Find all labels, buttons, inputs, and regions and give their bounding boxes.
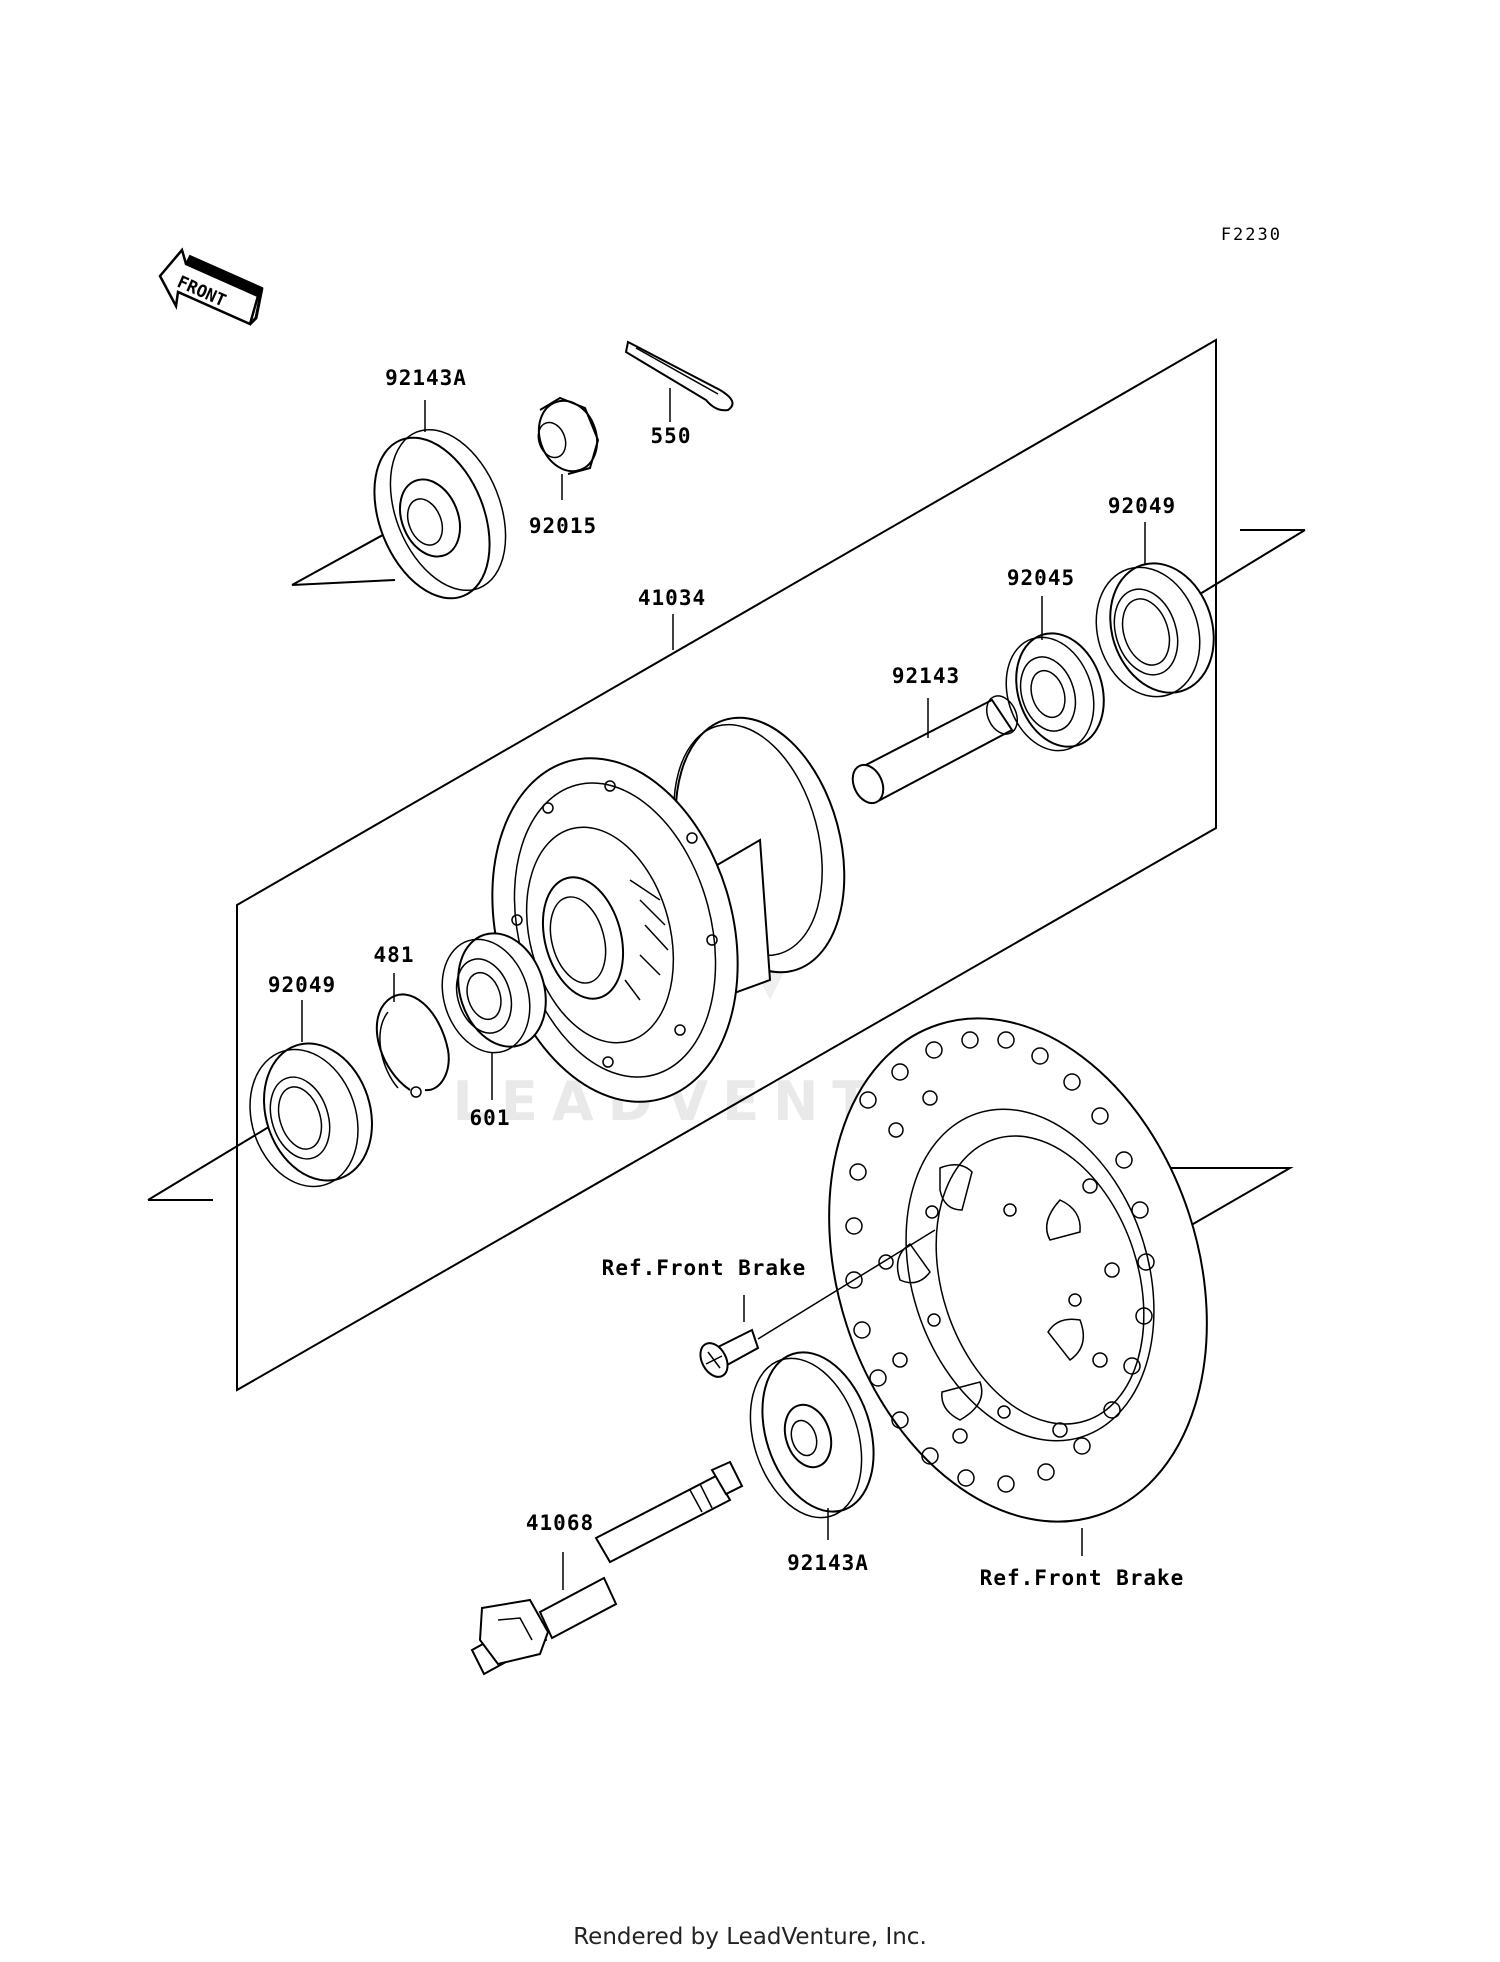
cap-top-part — [373, 400, 507, 600]
label-bearing-right: 92045 — [1007, 566, 1075, 590]
brake-disc-part — [828, 1017, 1208, 1556]
label-seal-left: 92049 — [268, 973, 336, 997]
spacer-part — [851, 695, 1018, 805]
axis-lines-disc — [1147, 1167, 1294, 1251]
hub-assembly-outline — [236, 338, 1217, 1392]
seal-left-part — [249, 1000, 373, 1188]
label-circlip: 481 — [374, 943, 415, 967]
circlip-part — [375, 973, 450, 1098]
label-ref-screw: Ref.Front Brake — [602, 1256, 807, 1280]
label-collar-top: 92015 — [529, 514, 597, 538]
front-arrow-icon: FRONT — [158, 247, 264, 326]
cotter-pin-part — [624, 340, 734, 422]
figure-code: F2230 — [1221, 225, 1282, 245]
axle-part — [470, 1460, 744, 1676]
label-bearing-left: 601 — [470, 1106, 511, 1130]
label-cap-bottom: 92143A — [787, 1551, 869, 1575]
label-cap-top: 92143A — [385, 366, 467, 390]
axis-lines-left — [147, 1124, 273, 1201]
label-hub: 41034 — [638, 586, 706, 610]
bearing-right-part — [1005, 596, 1105, 752]
label-spacer: 92143 — [892, 664, 960, 688]
label-ref-disc: Ref.Front Brake — [980, 1566, 1185, 1590]
label-seal-right: 92049 — [1108, 494, 1176, 518]
label-cotter-pin: 550 — [651, 424, 692, 448]
axis-lines-right — [1194, 529, 1306, 598]
label-axle: 41068 — [526, 1511, 594, 1535]
collar-top-part — [537, 396, 600, 500]
hub-part — [491, 716, 846, 1103]
disc-screw-part — [699, 1229, 936, 1378]
bearing-left-part — [441, 932, 547, 1100]
cap-bottom-part — [749, 1351, 875, 1540]
seal-right-part — [1095, 522, 1215, 698]
footer-credit: Rendered by LeadVenture, Inc. — [573, 1924, 927, 1950]
